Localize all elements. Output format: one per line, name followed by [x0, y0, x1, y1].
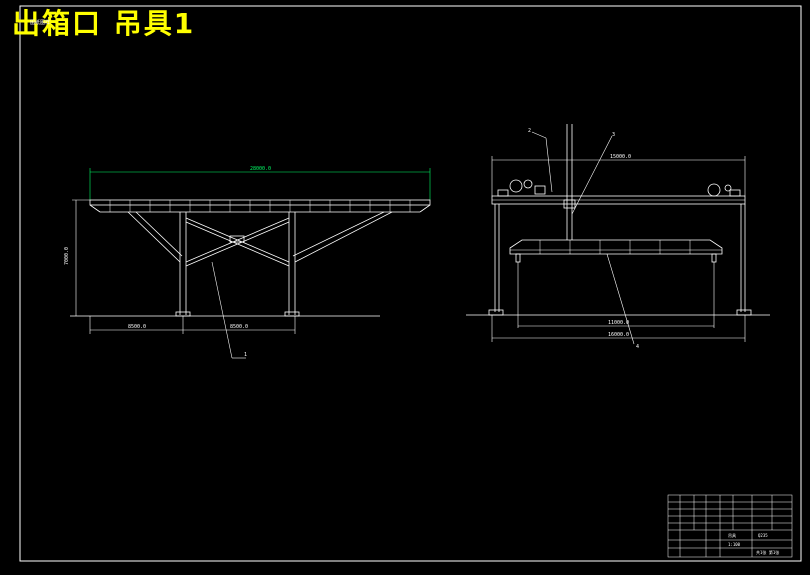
- side-callout-bottom: 4: [636, 344, 639, 350]
- title-block-material: Q235: [758, 533, 768, 538]
- title-block-name: 吊具: [728, 532, 736, 538]
- title-block: [667, 494, 793, 558]
- front-bottom-dim-left: 8500.0: [128, 324, 146, 330]
- front-view: [70, 168, 431, 359]
- title-block-sheet: 共1张 第1张: [756, 549, 779, 555]
- side-callout-top-left: 2: [528, 128, 531, 134]
- title-block-scale: 1:100: [728, 542, 741, 547]
- drawing-tag: 图纸图样: [30, 20, 51, 26]
- side-view: [466, 124, 770, 345]
- side-top-dim: 15000.0: [610, 154, 631, 160]
- front-bottom-dim-right: 8500.0: [230, 324, 248, 330]
- side-callout-top-right: 3: [612, 132, 615, 138]
- drawing-title: 出箱口 吊具1: [12, 7, 196, 40]
- drawing-frame: [19, 5, 802, 562]
- side-bottom-dim: 16000.0: [608, 332, 629, 338]
- front-height-dim: 7000.0: [64, 247, 70, 265]
- side-inner-dim: 11000.0: [608, 320, 629, 326]
- front-top-dim: 28000.0: [250, 166, 271, 172]
- front-callout: 1: [244, 352, 247, 358]
